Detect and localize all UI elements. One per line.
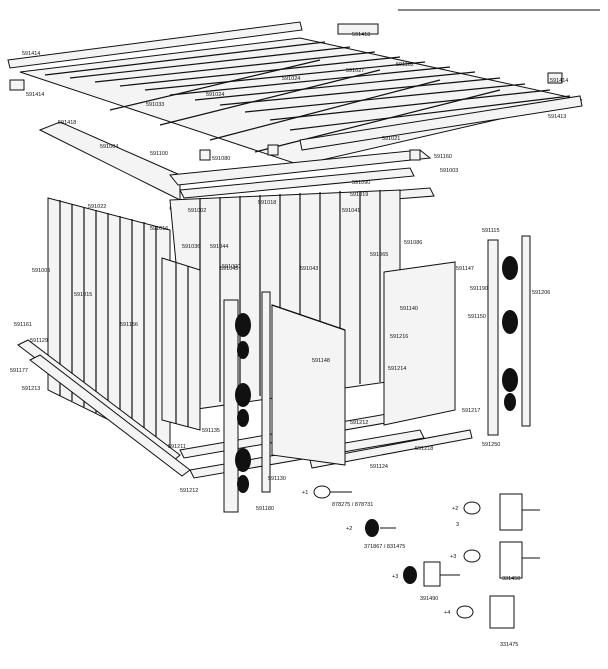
roof-side-trim [299, 95, 583, 151]
label-591100: 591100 [150, 151, 168, 157]
label-hw4: 331450 [502, 576, 520, 582]
label-591022: 591022 [88, 204, 106, 210]
label-591147: 591147 [456, 266, 474, 272]
label-591000: 591000 [222, 264, 240, 270]
label-591148: 591148 [312, 358, 330, 364]
bolt-5 [463, 493, 540, 531]
label-591002: 591002 [188, 208, 206, 214]
label-591413b: 591413 [548, 114, 566, 120]
roof-panel [19, 37, 583, 166]
label-591115: 591115 [482, 228, 500, 234]
label-591140: 591140 [400, 306, 418, 312]
bolt-3 [403, 561, 460, 587]
roof-assembly [7, 21, 583, 201]
label-count-7: +2 [452, 506, 458, 512]
label-591180: 591180 [256, 506, 274, 512]
label-591211: 591211 [168, 444, 186, 450]
roof-ribs [44, 41, 571, 153]
label-591213: 591213 [22, 386, 40, 392]
bolt-6 [463, 541, 540, 579]
label-591086: 591086 [404, 240, 422, 246]
label-591160: 591160 [434, 154, 452, 160]
label-591135: 591135 [202, 428, 220, 434]
right-door [383, 261, 456, 426]
label-count-1: +1 [302, 490, 308, 496]
label-591218: 591218 [415, 446, 433, 452]
bolt-4 [456, 595, 515, 629]
label-591161: 591161 [14, 322, 32, 328]
label-591217: 591217 [462, 408, 480, 414]
bolt-2 [365, 519, 396, 537]
label-591015: 591015 [74, 292, 92, 298]
label-591124: 591124 [370, 464, 388, 470]
label-591414-left: 591414 [26, 92, 44, 98]
roof-left-trim [38, 121, 181, 201]
label-591080: 591080 [212, 156, 230, 162]
label-count-6: +3 [450, 554, 456, 560]
label-591024b: 591024 [206, 92, 224, 98]
label-591206: 591206 [532, 290, 550, 296]
label-591414-top: 591414 [22, 51, 40, 57]
label-591018: 591018 [258, 200, 276, 206]
label-591090: 591090 [352, 180, 370, 186]
label-591004: 591004 [100, 144, 118, 150]
label-591418: 591418 [58, 120, 76, 126]
label-591036: 591036 [182, 244, 200, 250]
label-count-4: +4 [444, 610, 450, 616]
label-591033: 591033 [146, 102, 164, 108]
label-591214: 591214 [388, 366, 406, 372]
label-591016: 591016 [150, 226, 168, 232]
label-591045: 591045 [220, 266, 238, 272]
label-591150: 591150 [468, 314, 486, 320]
label-591006: 591006 [32, 268, 50, 274]
label-591021: 591021 [382, 136, 400, 142]
label-591065: 591065 [370, 252, 388, 258]
label-591216: 591216 [390, 334, 408, 340]
label-591212: 591212 [180, 488, 198, 494]
label-591414-right: 591414 [550, 78, 568, 84]
label-count-3: +3 [392, 574, 398, 580]
part-labels: 591413 591414 591414 591414 591413 59141… [10, 32, 568, 648]
door-frame-right [487, 235, 531, 436]
label-591177: 591177 [10, 368, 28, 374]
label-591129: 591129 [30, 338, 48, 344]
left-door [271, 304, 346, 466]
label-591024a: 591024 [282, 76, 300, 82]
door-frame-left [223, 291, 271, 513]
label-591190: 591190 [470, 286, 488, 292]
hardware-bolts [313, 485, 540, 629]
roof-front-trim [7, 21, 303, 69]
corner-cap-right [547, 72, 563, 84]
corner-cap-left [9, 79, 25, 91]
label-hw1: 878275 / 878?31 [332, 502, 373, 508]
hinge-set-right [502, 256, 518, 411]
label-591102: 591102 [396, 62, 414, 68]
label-591130: 591130 [268, 476, 286, 482]
label-count-5: 3 [456, 522, 459, 528]
label-count-2: +2 [346, 526, 352, 532]
hinge-set-left [235, 313, 251, 493]
bolt-1 [313, 485, 352, 499]
label-591003: 591003 [440, 168, 458, 174]
label-591019: 591019 [350, 192, 368, 198]
label-591044: 591044 [210, 244, 228, 250]
label-hw3: 391490 [420, 596, 438, 602]
front-corner-post [161, 257, 201, 431]
ridge-cap [337, 23, 379, 35]
label-591027: 591027 [346, 68, 364, 74]
label-591156: 591156 [120, 322, 138, 328]
label-591250: 591250 [482, 442, 500, 448]
label-591043: 591043 [300, 266, 318, 272]
label-591413: 591413 [352, 32, 370, 38]
label-hw5: 331475 [500, 642, 518, 648]
label-591041: 591041 [342, 208, 360, 214]
label-hw2: 371867 / 831475 [364, 544, 405, 550]
label-591212b: 591212 [350, 420, 368, 426]
